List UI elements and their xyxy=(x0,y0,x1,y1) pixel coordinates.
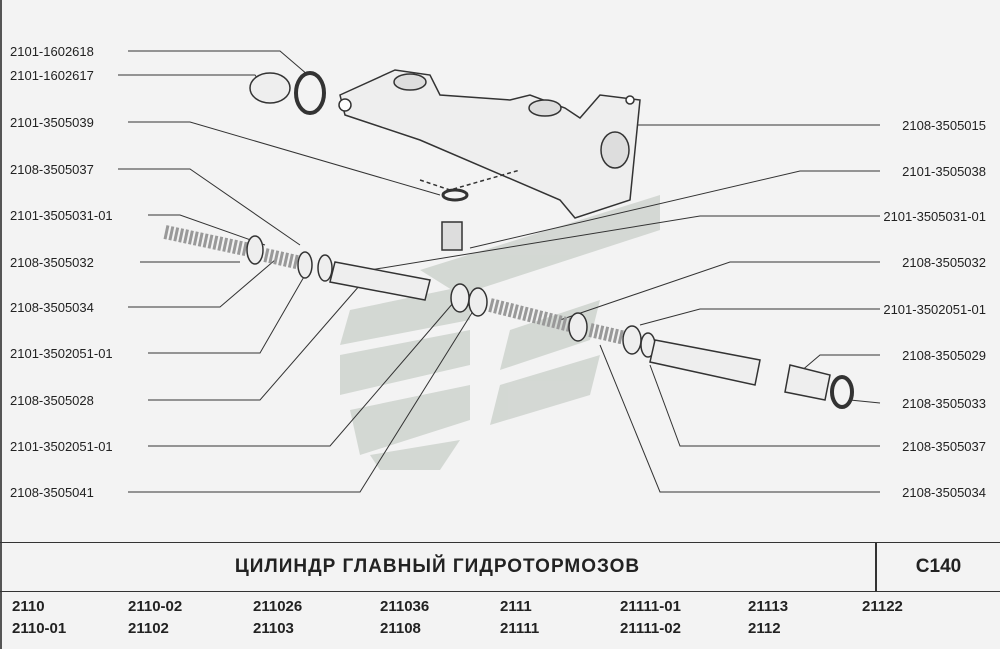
part-label: 2108-3505029 xyxy=(902,348,986,363)
part-label: 2108-3505034 xyxy=(902,485,986,500)
model-number: 21103 xyxy=(253,620,294,637)
part-label: 2101-1602617 xyxy=(10,68,94,83)
part-label: 2108-3505015 xyxy=(902,118,986,133)
divider xyxy=(875,543,877,591)
part-label: 2101-3502051-01 xyxy=(10,439,113,454)
part-label: 2101-3505031-01 xyxy=(10,208,113,223)
model-number: 21111-02 xyxy=(620,620,681,637)
part-label: 2108-3505034 xyxy=(10,300,94,315)
part-label: 2101-3505031-01 xyxy=(883,209,986,224)
part-label: 2108-3505037 xyxy=(902,439,986,454)
page-border xyxy=(0,0,2,649)
part-label: 2101-1602618 xyxy=(10,44,94,59)
page-title: ЦИЛИНДР ГЛАВНЫЙ ГИДРОТОРМОЗОВ xyxy=(234,556,641,577)
part-label: 2108-3505028 xyxy=(10,393,94,408)
model-number: 21111 xyxy=(500,620,540,637)
brake-master-cylinder-diagram xyxy=(118,50,881,493)
part-label: 2108-3505032 xyxy=(902,255,986,270)
model-number: 2111 xyxy=(500,598,532,615)
model-number: 2110-01 xyxy=(12,620,67,637)
title-bar: ЦИЛИНДР ГЛАВНЫЙ ГИДРОТОРМОЗОВ С140 xyxy=(0,542,1000,592)
model-number: 211036 xyxy=(380,598,430,615)
page-code: С140 xyxy=(915,556,962,577)
cylinder-body xyxy=(338,69,641,219)
part-label: 2101-3505039 xyxy=(10,115,94,130)
part-label: 2101-3505038 xyxy=(902,164,986,179)
part-label: 2108-3505041 xyxy=(10,485,94,500)
model-number: 21102 xyxy=(128,620,169,637)
model-number: 21108 xyxy=(380,620,421,637)
cap-plug xyxy=(249,71,521,251)
model-number: 21113 xyxy=(748,598,789,615)
part-label: 2101-3502051-01 xyxy=(10,346,113,361)
part-label: 2108-3505032 xyxy=(10,255,94,270)
watermark-logo xyxy=(340,195,660,470)
model-number: 2110-02 xyxy=(128,598,183,615)
leader-lines xyxy=(118,50,881,493)
model-number: 2110 xyxy=(12,598,45,615)
model-number: 21122 xyxy=(862,598,903,615)
part-label: 2101-3502051-01 xyxy=(883,302,986,317)
model-number: 2112 xyxy=(748,620,781,637)
part-label: 2108-3505037 xyxy=(10,162,94,177)
piston-assembly xyxy=(163,225,854,409)
part-label: 2108-3505033 xyxy=(902,396,986,411)
model-number: 21111-01 xyxy=(620,598,681,615)
model-number: 211026 xyxy=(253,598,303,615)
